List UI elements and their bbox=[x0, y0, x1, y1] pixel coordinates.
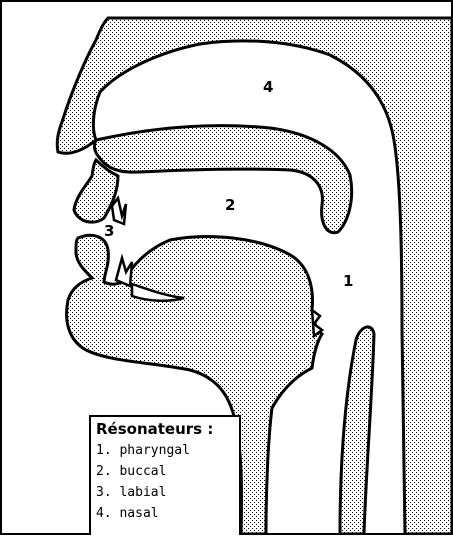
region-number-2: 2 bbox=[225, 196, 235, 214]
upper-teeth bbox=[112, 198, 126, 224]
region-number-4: 4 bbox=[263, 78, 273, 96]
region-number-3: 3 bbox=[104, 222, 114, 240]
trachea bbox=[340, 327, 374, 534]
lower-teeth bbox=[116, 258, 132, 286]
legend-box: Résonateurs : 1. pharyngal 2. buccal 3. … bbox=[89, 415, 241, 535]
legend-item-nasal: 4. nasal bbox=[96, 503, 234, 524]
region-number-1: 1 bbox=[343, 272, 353, 290]
legend-item-buccal: 2. buccal bbox=[96, 461, 234, 482]
epiglottis bbox=[312, 310, 322, 336]
legend-item-labial: 3. labial bbox=[96, 482, 234, 503]
legend-title: Résonateurs : bbox=[96, 419, 234, 440]
palate bbox=[94, 126, 351, 233]
legend-item-pharyngal: 1. pharyngal bbox=[96, 440, 234, 461]
